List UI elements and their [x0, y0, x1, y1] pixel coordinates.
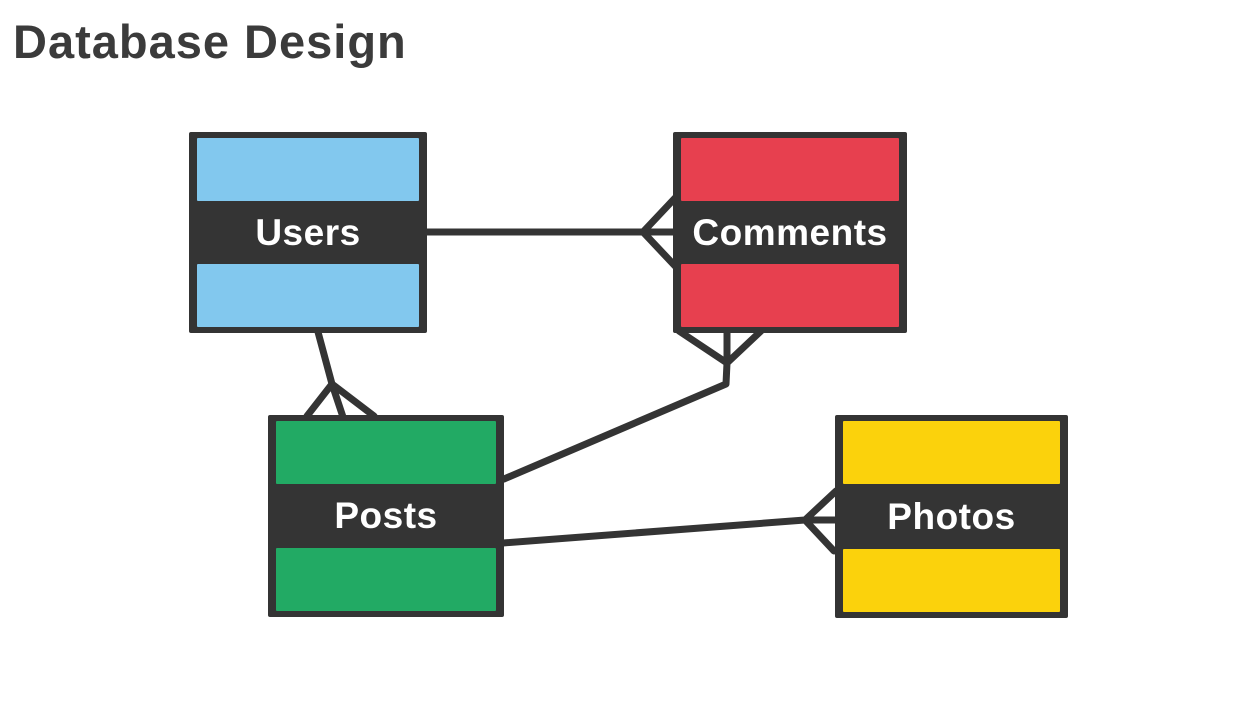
entity-users-label: Users	[255, 211, 361, 253]
entity-comments-top-band	[681, 138, 899, 201]
entity-photos: Photos	[835, 415, 1068, 618]
page-title: Database Design	[13, 15, 407, 68]
entity-comments-bottom-band	[681, 264, 899, 327]
entity-photos-bottom-band	[843, 549, 1060, 612]
entity-users: Users	[189, 132, 427, 333]
connector-posts-comments	[500, 327, 765, 483]
entity-photos-title-band: Photos	[843, 484, 1060, 549]
entity-posts-label: Posts	[334, 495, 438, 536]
entity-photos-top-band	[843, 421, 1060, 484]
entity-posts-top-band	[276, 421, 496, 484]
connector-users-posts	[303, 328, 378, 421]
entity-comments: Comments	[673, 132, 907, 333]
entity-posts-title-band: Posts	[276, 484, 496, 548]
entity-posts-bottom-band	[276, 548, 496, 611]
entity-users-top-band	[197, 138, 419, 201]
entity-posts: Posts	[268, 415, 504, 617]
connector-posts-photos	[499, 487, 840, 555]
entity-users-title-band: Users	[197, 201, 419, 264]
connector-users-comments	[423, 193, 680, 271]
entity-users-bottom-band	[197, 264, 419, 327]
entity-photos-label: Photos	[887, 495, 1016, 537]
entity-comments-title-band: Comments	[681, 201, 899, 264]
entity-comments-label: Comments	[692, 211, 888, 253]
